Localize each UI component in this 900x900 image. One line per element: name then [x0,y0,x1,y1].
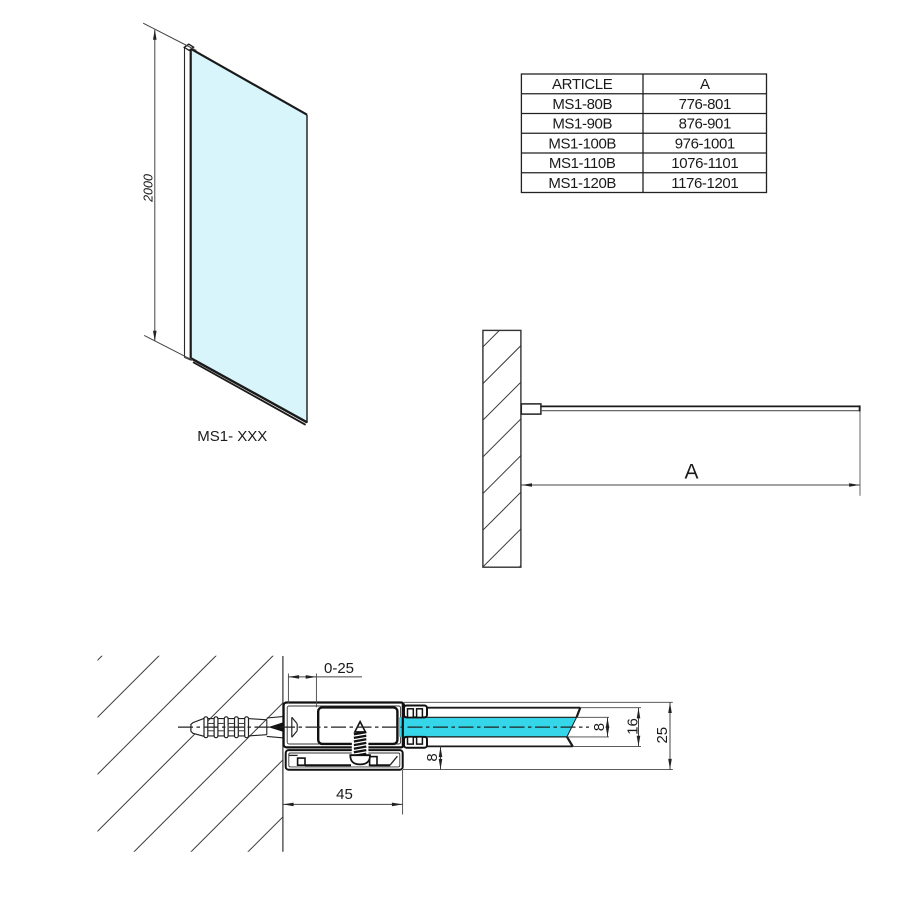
svg-text:2000: 2000 [142,174,156,203]
svg-text:1076-1101: 1076-1101 [671,155,738,172]
svg-text:876-901: 876-901 [679,116,731,133]
svg-text:1176-1201: 1176-1201 [671,175,738,192]
svg-text:8: 8 [591,723,608,731]
svg-text:25: 25 [654,727,671,744]
svg-text:MS1-110B: MS1-110B [549,155,616,172]
svg-text:8: 8 [424,753,441,761]
svg-text:ARTICLE: ARTICLE [552,76,613,93]
svg-text:MS1-80B: MS1-80B [552,96,612,113]
svg-text:MS1-120B: MS1-120B [548,175,616,192]
svg-text:0-25: 0-25 [324,660,354,677]
svg-text:MS1- XXX: MS1- XXX [197,428,267,445]
svg-text:A: A [684,461,698,484]
svg-text:MS1-90B: MS1-90B [552,116,612,133]
svg-text:976-1001: 976-1001 [675,135,735,152]
svg-text:16: 16 [624,718,641,735]
svg-text:45: 45 [336,786,353,803]
svg-text:MS1-100B: MS1-100B [548,135,616,152]
svg-text:776-801: 776-801 [679,96,731,113]
svg-text:A: A [700,76,710,93]
